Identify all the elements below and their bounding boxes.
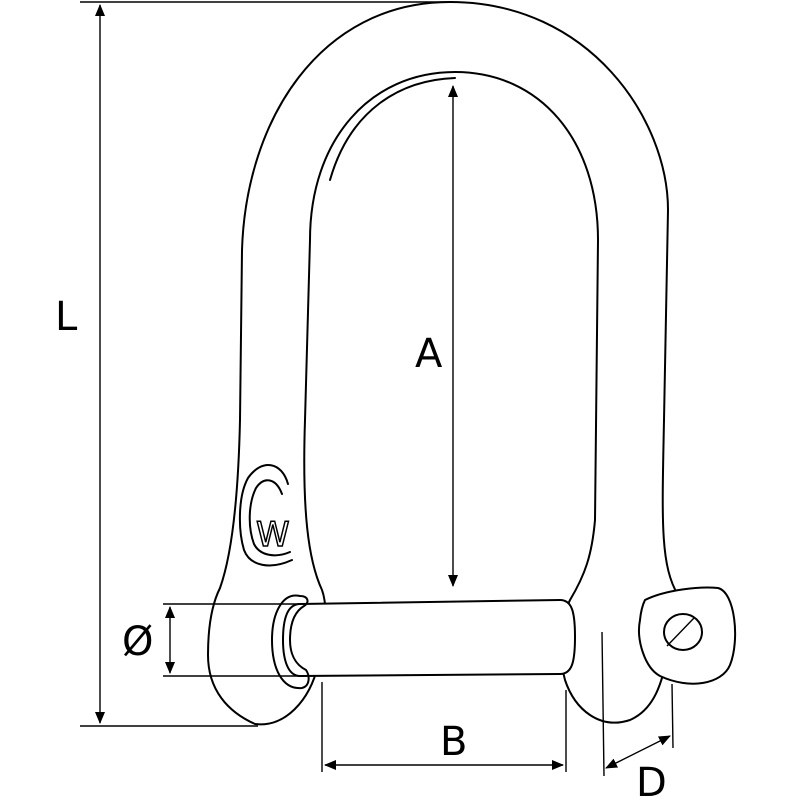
pin-eye xyxy=(638,586,737,685)
label-A: A xyxy=(415,331,443,377)
label-L: L xyxy=(55,294,78,340)
w-logo-icon: W xyxy=(238,464,293,567)
label-D: D xyxy=(636,760,667,800)
label-B: B xyxy=(440,719,467,765)
dimension-arrow-D xyxy=(605,735,671,769)
dimension-A: A xyxy=(412,85,458,587)
w-logo-text: W xyxy=(256,515,290,555)
label-diameter: Ø xyxy=(122,619,153,665)
dimension-D: D xyxy=(601,631,674,800)
extension-line-D-right xyxy=(671,683,674,749)
extension-line-D-left xyxy=(601,631,605,777)
dimension-diameter: Ø xyxy=(122,603,300,677)
dimension-B: B xyxy=(321,682,567,772)
pin-eye-hole-detail xyxy=(666,617,695,647)
shackle-bow-inner xyxy=(329,77,456,181)
pin-eye-hole xyxy=(663,613,703,651)
label-A-bg xyxy=(412,326,452,372)
shackle-bow-outer xyxy=(207,1,684,726)
dimension-L: L xyxy=(55,1,450,727)
pin-head-ring xyxy=(271,594,310,690)
shackle-pin xyxy=(282,599,576,677)
